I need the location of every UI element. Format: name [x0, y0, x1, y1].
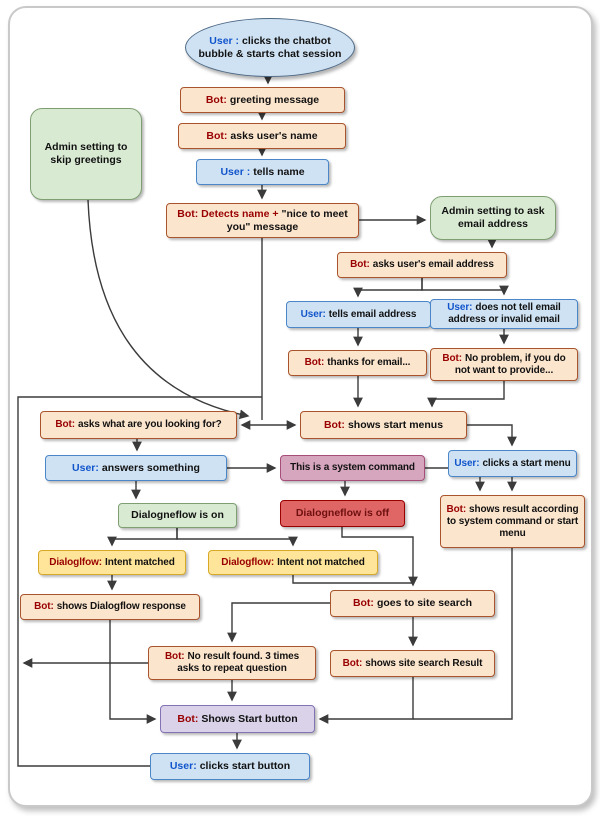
node-label: Dialogflow:Intent not matched — [221, 556, 365, 568]
node-label: Bot:greeting message — [205, 93, 320, 106]
node-admin-skip-greetings: Admin setting to skip greetings — [30, 108, 142, 200]
node-label: Admin setting to ask email address — [441, 205, 545, 230]
node-dialogflow-on: Dialogneflow is on — [118, 503, 237, 528]
node-label: Bot:shows site search Result — [342, 657, 483, 669]
node-label: Bot:asks user's email address — [350, 259, 494, 270]
node-bot-asks-looking-for: Bot:asks what are you looking for? — [40, 411, 237, 439]
node-label: Bot:asks user's name — [206, 129, 318, 142]
node-user-tells-name: User :tells name — [196, 159, 329, 185]
node-bot-asks-name: Bot:asks user's name — [178, 123, 346, 149]
node-label: Bot:shows result according to system com… — [446, 503, 579, 539]
node-user-clicks-start-button: User:clicks start button — [150, 753, 310, 780]
node-bot-detects-name: Bot: Detects name +"nice to meet you" me… — [166, 203, 359, 238]
node-admin-ask-email: Admin setting to ask email address — [430, 196, 556, 240]
node-label: Bot:shows start menus — [323, 418, 444, 431]
node-start-session: User :clicks the chatbot bubble & starts… — [185, 18, 355, 77]
node-label: Bot:No problem, if you do not want to pr… — [442, 352, 566, 376]
node-user-no-email: User:does not tell email address or inva… — [430, 299, 578, 329]
node-bot-start-button: Bot:Shows Start button — [160, 705, 315, 733]
node-bot-no-problem: Bot:No problem, if you do not want to pr… — [430, 348, 578, 381]
node-bot-asks-email: Bot:asks user's email address — [337, 252, 507, 278]
node-bot-greeting: Bot:greeting message — [180, 87, 345, 113]
node-user-clicks-start-menu: User:clicks a start menu — [448, 450, 577, 477]
node-label: User:clicks start button — [169, 760, 291, 773]
node-label: Bot:Shows Start button — [177, 712, 298, 725]
node-label: User :tells name — [220, 165, 305, 178]
node-label: Dialogneflow is on — [131, 509, 224, 522]
node-label: User:clicks a start menu — [454, 457, 571, 469]
node-label: Bot:goes to site search — [352, 597, 473, 610]
node-label: User:answers something — [72, 461, 200, 474]
node-user-tells-email: User:tells email address — [286, 301, 431, 328]
node-bot-no-result: Bot:No result found. 3 times asks to rep… — [148, 646, 316, 680]
node-label: Admin setting to skip greetings — [44, 141, 128, 166]
node-label: Bot:shows Dialogflow response — [34, 601, 186, 612]
node-label: User:does not tell email address or inva… — [447, 302, 561, 325]
node-intent-matched: Dialoglfow:Intent matched — [38, 550, 186, 575]
node-label: Dialoglfow:Intent matched — [49, 556, 175, 568]
node-label: Bot: Detects name +"nice to meet you" me… — [177, 207, 348, 233]
node-label: Bot:No result found. 3 times asks to rep… — [164, 651, 300, 674]
node-bot-shows-start-menus: Bot:shows start menus — [300, 411, 467, 439]
node-label: Dialogneflow is off — [295, 507, 390, 520]
node-bot-search-result: Bot:shows site search Result — [330, 650, 495, 677]
node-label: User:tells email address — [300, 308, 417, 320]
node-user-answers: User:answers something — [45, 455, 227, 481]
node-bot-shows-result: Bot:shows result according to system com… — [440, 495, 585, 548]
node-intent-not-matched: Dialogflow:Intent not matched — [208, 550, 378, 575]
node-system-command: This is a system command — [280, 455, 425, 481]
node-bot-dialogflow-response: Bot:shows Dialogflow response — [20, 594, 200, 620]
node-label: Bot:thanks for email... — [304, 357, 411, 368]
node-label: Bot:asks what are you looking for? — [55, 419, 222, 430]
node-bot-site-search: Bot:goes to site search — [330, 590, 495, 617]
node-bot-thanks-email: Bot:thanks for email... — [288, 350, 427, 376]
node-dialogflow-off: Dialogneflow is off — [280, 500, 405, 527]
node-label: This is a system command — [290, 462, 415, 473]
node-label: User :clicks the chatbot bubble & starts… — [198, 34, 342, 60]
